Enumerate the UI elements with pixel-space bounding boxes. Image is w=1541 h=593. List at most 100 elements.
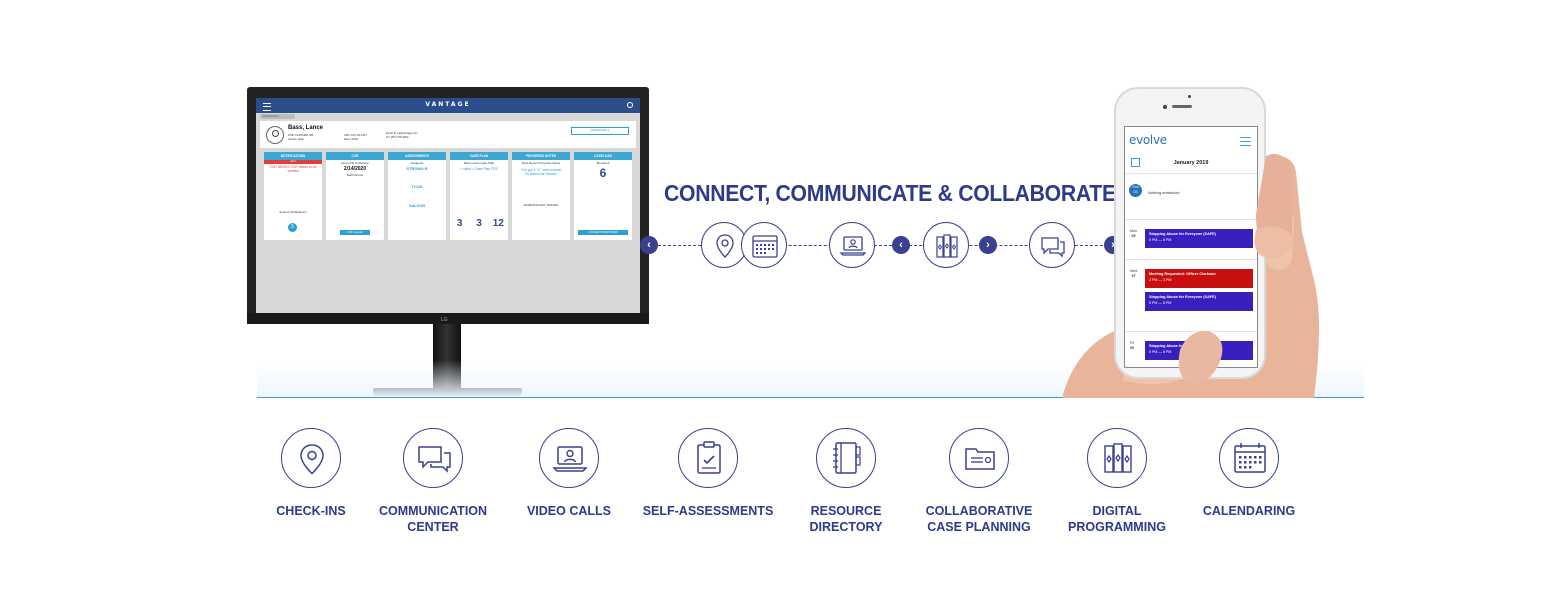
- feature-calendaring[interactable]: CALENDARING: [1174, 428, 1324, 519]
- assessment-item[interactable]: SALVOR: [408, 202, 426, 208]
- monitor-bezel: [247, 313, 649, 324]
- card-title: PROGRESS NOTES: [512, 152, 570, 160]
- card-title: CCR: [326, 152, 384, 160]
- ccr-date: 2/14/2020: [343, 166, 367, 173]
- assessment-item[interactable]: STRONG-R: [406, 166, 428, 172]
- profile-meta-left: DOB: 01/15/1980 (38) Gender: Male: [288, 134, 313, 142]
- feature-self-assessments[interactable]: SELF-ASSESSMENTS: [633, 428, 783, 519]
- feature-digital-programming[interactable]: DIGITAL PROGRAMMING: [1042, 428, 1192, 535]
- progress-note-author: 09/09/2019 AMY TESTER: [523, 203, 559, 207]
- feature-collaborative-case-planning[interactable]: COLLABORATIVE CASE PLANNING: [904, 428, 1054, 535]
- feature-communication-center[interactable]: COMMUNICATION CENTER: [358, 428, 508, 535]
- chevron-right-icon[interactable]: ›: [979, 236, 997, 254]
- alert-bar: Alert: [264, 160, 322, 164]
- search-icon[interactable]: [627, 102, 633, 108]
- profile-race: Race: White: [344, 138, 359, 141]
- card-ccr[interactable]: CCR Last CCR verification 2/14/2020 Staf…: [326, 152, 384, 240]
- progress-notes-subtitle: Most Recent Progress Notes: [521, 161, 561, 165]
- ccr-staff: Staff Partner: [346, 173, 364, 178]
- address-book-icon: [816, 428, 876, 488]
- case-plan-count: 12: [492, 218, 504, 229]
- calendar-icon[interactable]: [1131, 158, 1140, 167]
- participant-profile-header: Bass, Lance DOB: 01/15/1980 (38) Gender:…: [260, 121, 636, 148]
- calendar-event[interactable]: Stopping Abuse for Everyone (SAFE)5 PM —…: [1145, 229, 1253, 248]
- card-title: NOTIFICATIONS: [264, 152, 322, 160]
- feature-video-calls[interactable]: VIDEO CALLS: [494, 428, 644, 519]
- clipboard-check-icon: [678, 428, 738, 488]
- chat-bubbles-icon: [403, 428, 463, 488]
- case-plan-count: 3: [456, 218, 463, 229]
- feature-label: RESOURCE DIRECTORY: [809, 504, 883, 534]
- feature-resource-directory[interactable]: RESOURCE DIRECTORY: [771, 428, 921, 535]
- feature-check-ins[interactable]: CHECK-INS: [236, 428, 386, 519]
- assessment-item[interactable]: TCUD: [411, 184, 423, 190]
- avatar: [266, 126, 284, 144]
- hamburger-menu-icon[interactable]: [263, 103, 271, 111]
- hand-fingers: [1178, 154, 1294, 384]
- hamburger-menu-icon[interactable]: [1240, 137, 1251, 146]
- card-progress-notes[interactable]: PROGRESS NOTES Most Recent Progress Note…: [512, 152, 570, 240]
- digital-programming-icon: [923, 222, 969, 268]
- participant-name: Bass, Lance: [288, 125, 324, 131]
- system-notifications-label: System Notifications: [279, 210, 307, 214]
- calendar-event[interactable]: Stopping Abuse for Everyone (SAFE)5 PM —…: [1145, 292, 1253, 311]
- ground-line: [257, 397, 1364, 398]
- nothing-scheduled-label: Nothing scheduled: [1148, 191, 1180, 195]
- ccr-subtitle: Last CCR verification: [340, 161, 370, 165]
- dashboard-dropdown-button[interactable]: DASHBOARD ▾: [571, 127, 629, 135]
- chevron-left-icon[interactable]: ‹: [640, 236, 658, 254]
- desktop-app-screen: VANTAGE Participants Bass, Lance DOB: 01…: [256, 98, 640, 313]
- card-notifications[interactable]: NOTIFICATIONS Alert CCR NEEDS CCR needs …: [264, 152, 322, 240]
- case-plan-subtitle: Most recent Case Plan: [463, 161, 495, 165]
- feature-label: CALENDARING: [1202, 504, 1296, 518]
- card-case-plan[interactable]: CASE PLAN Most recent Case Plan < Initia…: [450, 152, 508, 240]
- caseload-count: 6: [599, 166, 607, 181]
- calendar-icon: [741, 222, 787, 268]
- caseload-subtitle: Members: [596, 161, 610, 165]
- case-plan-count: 3: [476, 218, 482, 229]
- card-title: CASE PLAN: [450, 152, 508, 160]
- feature-label: COLLABORATIVE CASE PLANNING: [925, 504, 1033, 534]
- app-top-bar: VANTAGE: [256, 98, 640, 113]
- feature-label: VIDEO CALLS: [526, 504, 612, 518]
- profile-meta-right: Email: lb_sa@vantage.com Tel: (867) 530-…: [386, 132, 418, 140]
- ccr-requests-button[interactable]: CCR Requests: [340, 230, 370, 235]
- folder-icon: [949, 428, 1009, 488]
- chat-bubbles-icon: [1029, 222, 1075, 268]
- laptop-video-icon: [829, 222, 875, 268]
- desktop-monitor: VANTAGE Participants Bass, Lance DOB: 01…: [247, 87, 649, 324]
- location-pin-icon: [701, 222, 747, 268]
- digital-programming-icon: [1087, 428, 1147, 488]
- profile-meta-mid: SSN: XXX-XX-1667 Race: White: [344, 134, 367, 142]
- chevron-left-icon[interactable]: ‹: [892, 236, 910, 254]
- card-assessments[interactable]: ASSESSMENTS Assigned STRONG-R TCUD SALVO…: [388, 152, 446, 240]
- profile-phone: Tel: (867) 530-9000: [386, 136, 409, 139]
- month-title: January 2019: [1173, 160, 1209, 166]
- card-caseload[interactable]: CASELOAD Members 6 ADD NEW PROBATIONER: [574, 152, 632, 240]
- card-title: CASELOAD: [574, 152, 632, 160]
- notification-count-badge[interactable]: 5: [288, 223, 297, 232]
- profile-email: Email: lb_sa@vantage.com: [386, 132, 418, 135]
- app-logo: evolve: [1129, 133, 1167, 147]
- profile-dob: DOB: 01/15/1980 (38): [288, 134, 314, 137]
- add-new-probationer-button[interactable]: ADD NEW PROBATIONER: [578, 230, 628, 235]
- card-title: ASSESSMENTS: [388, 152, 446, 160]
- phone-speaker: [1172, 105, 1192, 108]
- feature-label: DIGITAL PROGRAMMING: [1068, 504, 1166, 534]
- case-plan-pdf-link[interactable]: < Initial > Case Plan PDF: [459, 167, 499, 172]
- app-brand: VANTAGE: [425, 101, 471, 108]
- assessments-subtitle: Assigned: [410, 161, 424, 165]
- location-pin-icon: [281, 428, 341, 488]
- phone-camera: [1163, 105, 1167, 109]
- breadcrumb[interactable]: Participants: [260, 114, 295, 119]
- phone-sensor: [1188, 95, 1191, 98]
